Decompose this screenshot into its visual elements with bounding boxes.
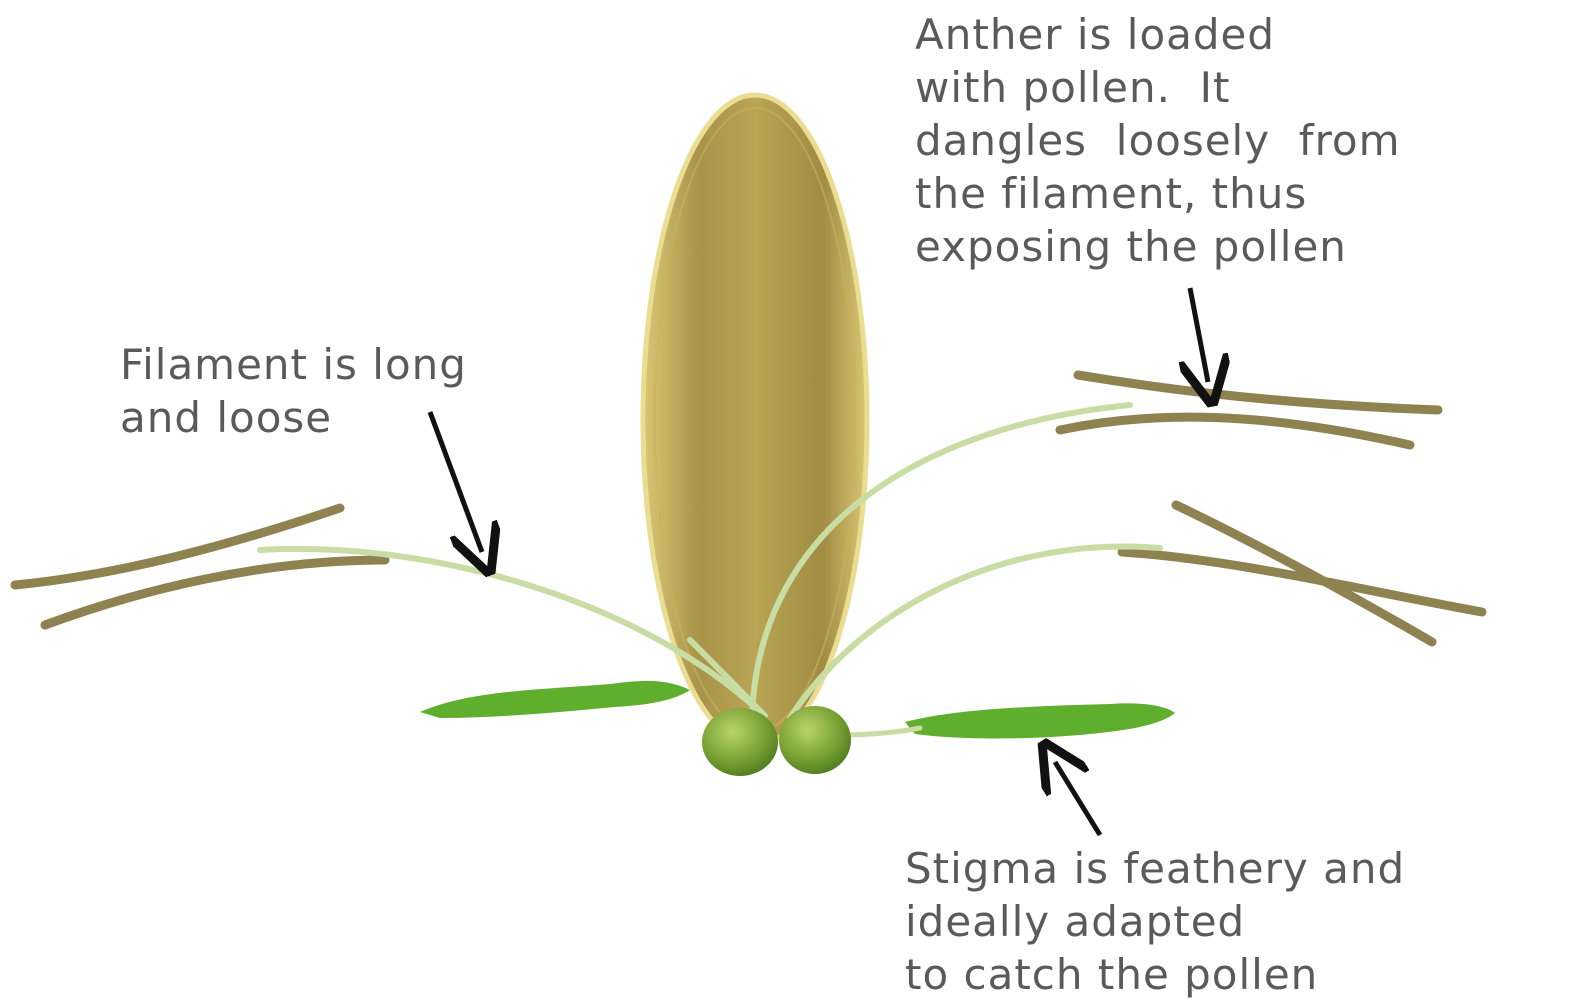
- ovary-right: [779, 706, 851, 774]
- stigma-annotation-line: to catch the pollen: [905, 948, 1405, 1001]
- stigma-annotation: Stigma is feathery and ideally adapted t…: [905, 842, 1405, 1001]
- stigma-right: [905, 703, 1175, 738]
- anther-annotation-line: with pollen. It: [915, 61, 1401, 114]
- arrow-anther: [1190, 288, 1208, 382]
- filament-annotation: Filament is long and loose: [120, 338, 467, 444]
- anther-left: [15, 508, 385, 625]
- anther-annotation: Anther is loaded with pollen. It dangles…: [915, 8, 1401, 273]
- anther-annotation-line: Anther is loaded: [915, 8, 1401, 61]
- stigma-annotation-line: Stigma is feathery and: [905, 842, 1405, 895]
- stigma-stalk: [840, 728, 920, 735]
- filament-annotation-line: Filament is long: [120, 338, 467, 391]
- stigma-annotation-line: ideally adapted: [905, 895, 1405, 948]
- arrow-stigma: [1055, 762, 1100, 835]
- anther-annotation-line: dangles loosely from: [915, 114, 1401, 167]
- filament-annotation-line: and loose: [120, 391, 467, 444]
- anther-right-upper: [1060, 375, 1438, 445]
- ovary-left: [702, 708, 778, 776]
- anther-right-lower: [1122, 505, 1482, 642]
- stigma-left: [420, 681, 690, 718]
- anther-annotation-line: exposing the pollen: [915, 220, 1401, 273]
- anther-annotation-line: the filament, thus: [915, 167, 1401, 220]
